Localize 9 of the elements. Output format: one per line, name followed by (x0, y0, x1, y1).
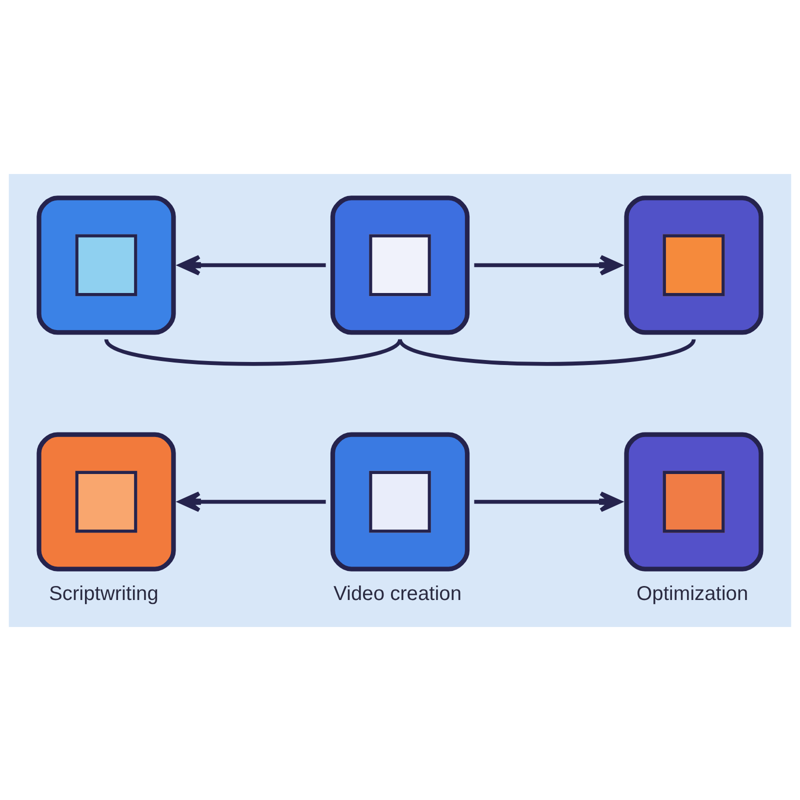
arrow (178, 254, 326, 275)
arrow (178, 490, 326, 512)
arrow (474, 490, 622, 512)
arrow (474, 254, 622, 275)
node-label: Video creation (334, 582, 462, 604)
node-label: Scriptwriting (49, 582, 158, 604)
connector (398, 338, 696, 366)
connector (104, 338, 402, 366)
node-label: Optimization (636, 582, 748, 604)
